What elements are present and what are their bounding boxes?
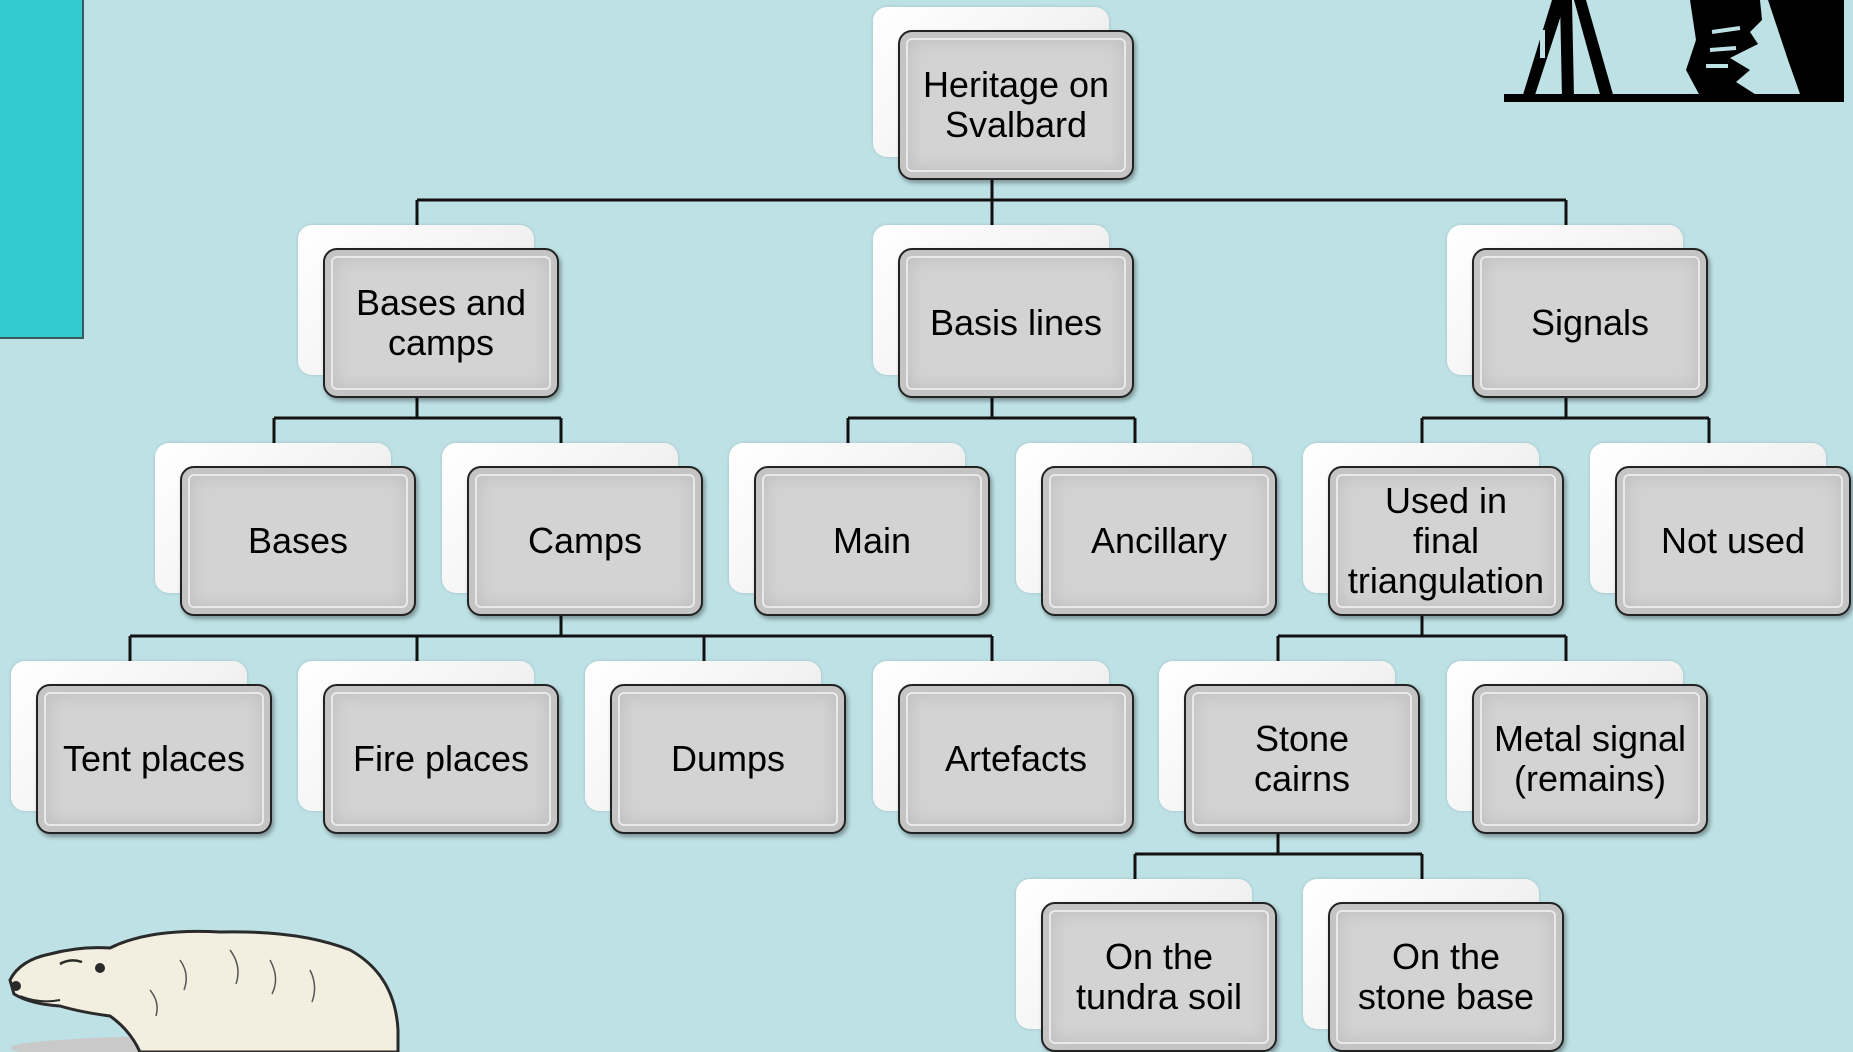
node-artefacts: Artefacts: [898, 684, 1134, 834]
node-stone-cairns: Stone cairns: [1184, 684, 1420, 834]
node-label: Ancillary: [1090, 520, 1228, 561]
node-on-the-stone-base: On the stone base: [1328, 902, 1564, 1052]
surveyor-with-tripod-icon: [1504, 0, 1844, 102]
node-label: On the stone base: [1357, 936, 1535, 1017]
node-root: Heritage on Svalbard: [898, 30, 1134, 180]
node-label: Stone cairns: [1253, 718, 1351, 799]
node-main: Main: [754, 466, 990, 616]
node-on-the-tundra-soil: On the tundra soil: [1041, 902, 1277, 1052]
node-label: Artefacts: [944, 738, 1088, 779]
node-camps: Camps: [467, 466, 703, 616]
node-label: On the tundra soil: [1075, 936, 1243, 1017]
node-used-in-final-triangulation: Used in final triangulation: [1328, 466, 1564, 616]
node-basis-lines: Basis lines: [898, 248, 1134, 398]
node-label: Fire places: [352, 738, 530, 779]
node-not-used: Not used: [1615, 466, 1851, 616]
node-label: Not used: [1660, 520, 1806, 561]
node-label: Heritage on Svalbard: [922, 64, 1110, 145]
node-label: Used in final triangulation: [1347, 480, 1545, 601]
node-ancillary: Ancillary: [1041, 466, 1277, 616]
node-label: Dumps: [670, 738, 786, 779]
node-label: Main: [832, 520, 912, 561]
node-label: Bases: [247, 520, 349, 561]
node-label: Tent places: [62, 738, 246, 779]
node-metal-signal-remains: Metal signal (remains): [1472, 684, 1708, 834]
node-bases-and-camps: Bases and camps: [323, 248, 559, 398]
teal-side-panel: [0, 0, 84, 339]
node-dumps: Dumps: [610, 684, 846, 834]
node-signals: Signals: [1472, 248, 1708, 398]
node-tent-places: Tent places: [36, 684, 272, 834]
node-label: Basis lines: [929, 302, 1103, 343]
node-bases: Bases: [180, 466, 416, 616]
node-label: Metal signal (remains): [1493, 718, 1687, 799]
node-label: Bases and camps: [355, 282, 527, 363]
node-label: Camps: [527, 520, 643, 561]
node-fire-places: Fire places: [323, 684, 559, 834]
node-label: Signals: [1530, 302, 1650, 343]
polar-bear-icon: [8, 929, 400, 1052]
